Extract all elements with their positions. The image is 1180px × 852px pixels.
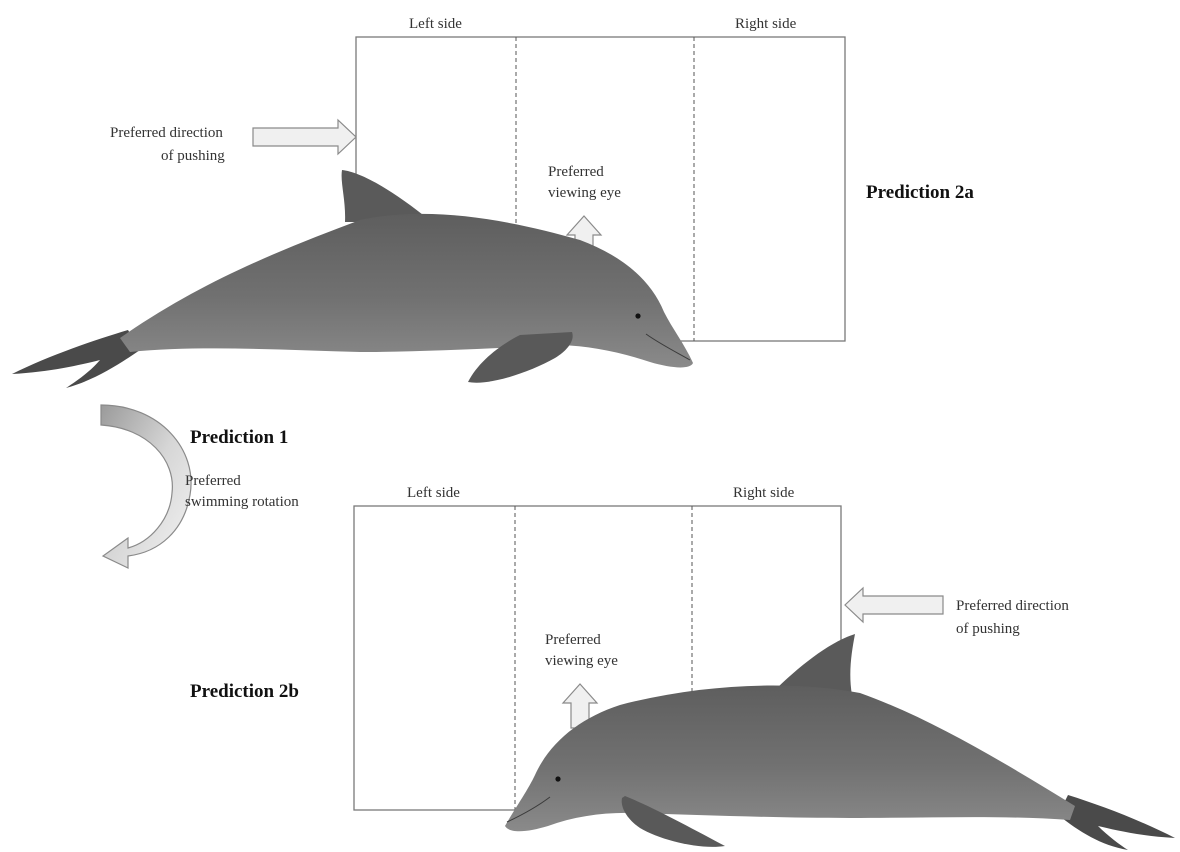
bottom-dolphin-dorsal-fin (772, 634, 855, 695)
top-left-side-label: Left side (409, 16, 462, 32)
bottom-prediction-label: Prediction 2b (190, 681, 299, 702)
top-dolphin-dorsal-fin (341, 170, 432, 222)
bottom-dolphin (505, 634, 1175, 850)
top-right-side-label: Right side (735, 16, 797, 32)
middle-section: Prediction 1 Preferred swimming rotation (100, 404, 299, 569)
top-push-label-1: Preferred direction (110, 125, 223, 141)
top-eye-label-2: viewing eye (548, 185, 621, 201)
bottom-dolphin-mouth (506, 796, 551, 823)
top-dolphin-eye (635, 313, 641, 319)
bottom-dolphin-eye (555, 776, 561, 782)
top-eye-label-1: Preferred (548, 164, 604, 180)
top-panel: Left side Right side Preferred direction… (12, 16, 974, 388)
top-dolphin (12, 170, 693, 388)
bottom-left-side-label: Left side (407, 485, 460, 501)
bottom-right-side-label: Right side (733, 485, 795, 501)
top-dolphin-pectoral-fin (468, 332, 573, 383)
bottom-dolphin-pectoral-fin (621, 796, 725, 847)
bottom-push-label-2: of pushing (956, 621, 1020, 637)
top-dolphin-mouth (645, 333, 691, 361)
top-dolphin-body (120, 213, 693, 368)
bottom-dolphin-fluke (1058, 795, 1175, 850)
bottom-panel: Left side Right side Preferred direction… (190, 485, 1175, 850)
bottom-eye-label-1: Preferred (545, 632, 601, 648)
bottom-dolphin-body (505, 685, 1075, 832)
prediction-1-label: Prediction 1 (190, 427, 288, 448)
rotation-label-1: Preferred (185, 473, 241, 489)
bottom-push-label-1: Preferred direction (956, 598, 1069, 614)
top-dolphin-fluke (12, 330, 140, 388)
bottom-eye-label-2: viewing eye (545, 653, 618, 669)
rotation-arrow (100, 404, 192, 569)
rotation-label-2: swimming rotation (185, 494, 299, 510)
top-push-label-2: of pushing (161, 148, 225, 164)
top-prediction-label: Prediction 2a (866, 182, 974, 203)
top-push-arrow (252, 118, 357, 156)
bottom-push-arrow (844, 586, 944, 624)
